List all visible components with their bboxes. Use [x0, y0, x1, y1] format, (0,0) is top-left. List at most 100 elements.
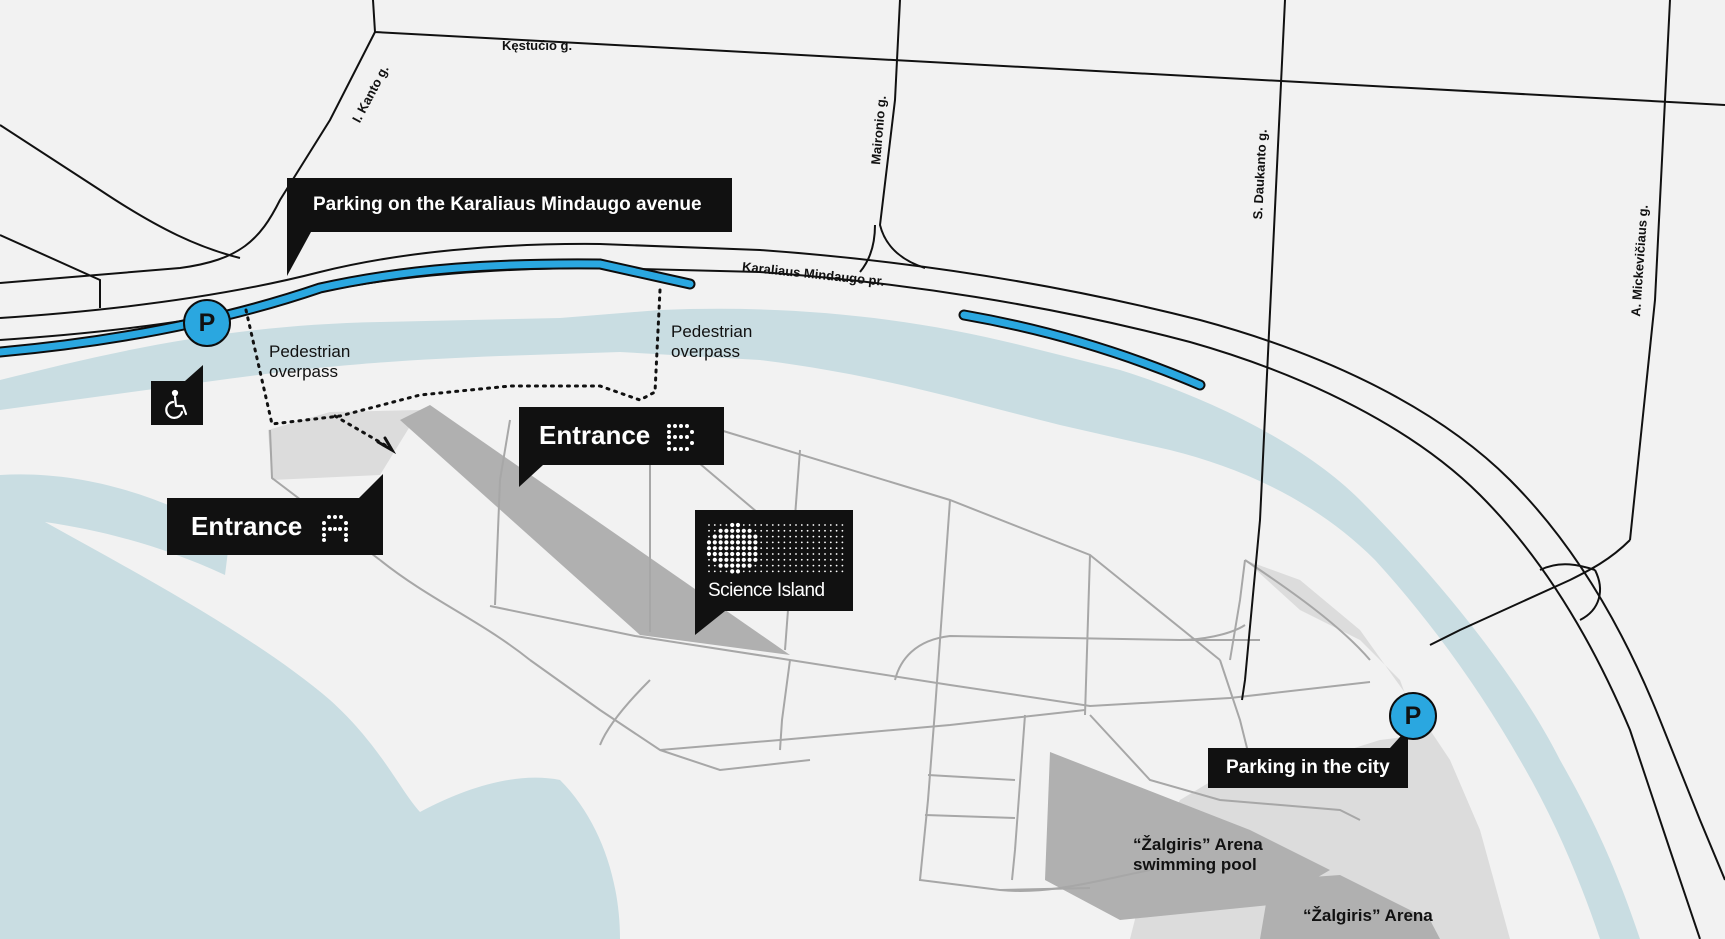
island-areas [268, 405, 1510, 939]
logo-dot [706, 551, 712, 557]
arena-label: “Žalgiris” Arena [1303, 906, 1433, 925]
logo-dot [789, 541, 792, 544]
logo-dot [829, 529, 832, 532]
logo-dot [753, 557, 758, 562]
logo-dot [783, 570, 786, 573]
logo-dot [766, 541, 768, 544]
logo-dot [753, 534, 758, 539]
logo-dot [748, 570, 751, 573]
logo-dot [806, 547, 809, 550]
logo-dot [708, 570, 710, 573]
entrance-e-callout[interactable]: Entrance [519, 407, 724, 487]
logo-dot [824, 570, 826, 573]
logo-dot [806, 564, 809, 567]
logo-dot [747, 528, 752, 533]
logo-dot [747, 551, 752, 557]
logo-dot [829, 553, 832, 555]
logo-dot [754, 524, 757, 526]
logo-dot [783, 541, 786, 544]
logo-dot [735, 563, 741, 568]
logo-dot [835, 564, 838, 567]
logo-dot [824, 529, 826, 532]
logo-dot [835, 524, 838, 526]
entrance-a-glyph [322, 515, 348, 542]
river [0, 308, 1640, 939]
accessible-parking-callout[interactable] [151, 365, 203, 425]
logo-dot [741, 551, 746, 557]
logo-dot [835, 529, 838, 532]
parking-avenue-callout[interactable]: Parking on the Karaliaus Mindaugo avenue [287, 178, 732, 276]
logo-dot [730, 534, 735, 539]
logo-dot [724, 540, 729, 545]
pool-label-line-1: “Žalgiris” Arena [1133, 835, 1263, 854]
logo-dot [718, 551, 723, 557]
logo-dot [841, 564, 844, 567]
logo-dot [829, 564, 832, 567]
logo-dot [706, 540, 712, 545]
science-island-callout[interactable]: Science Island [695, 510, 853, 635]
logo-dot [818, 564, 821, 567]
logo-dot [766, 535, 768, 538]
logo-dot [712, 546, 717, 551]
logo-dot [771, 524, 774, 526]
logo-dot [812, 564, 815, 567]
logo-dot [754, 564, 757, 567]
logo-dot [719, 570, 722, 573]
logo-dot [841, 541, 844, 544]
logo-dot [708, 529, 710, 532]
logo-dot [741, 546, 746, 551]
logo-dot [783, 553, 786, 555]
logo-dot [806, 535, 809, 538]
logo-dot [806, 541, 809, 544]
logo-dot [766, 564, 768, 567]
logo-dot [742, 524, 745, 526]
logo-dot [724, 551, 729, 557]
logo-dot [777, 529, 780, 532]
logo-dot [708, 558, 710, 561]
parking-city-callout[interactable]: Parking in the city [1208, 728, 1408, 788]
logo-dot [725, 524, 728, 526]
logo-dot [806, 558, 809, 561]
logo-dot [795, 541, 797, 544]
logo-dot [818, 547, 821, 550]
logo-dot [795, 570, 797, 573]
logo-dot [829, 524, 832, 526]
logo-dot [771, 553, 774, 555]
logo-dot [818, 524, 821, 526]
logo-dot [824, 535, 826, 538]
logo-dot [741, 528, 746, 533]
parking-icon: P [1404, 702, 1422, 730]
logo-dot [841, 558, 844, 561]
entrance-a-callout[interactable]: Entrance [167, 474, 383, 555]
logo-dot [835, 541, 838, 544]
logo-dot [724, 534, 729, 539]
logo-dot [724, 546, 729, 551]
logo-dot [795, 553, 797, 555]
logo-dot [818, 535, 821, 538]
logo-dot [789, 570, 792, 573]
logo-dot [708, 535, 710, 538]
logo-dot [760, 535, 763, 538]
logo-dot [771, 541, 774, 544]
pool-label: “Žalgiris” Arena swimming pool [1133, 835, 1263, 875]
logo-dot [841, 524, 844, 526]
entrance-e-glyph [667, 424, 694, 451]
logo-dot [841, 547, 844, 550]
logo-dot [795, 564, 797, 567]
logo-dot [718, 534, 723, 539]
logo-dot [789, 564, 792, 567]
logo-dot [841, 535, 844, 538]
callout-tail [287, 232, 311, 276]
logo-dot [818, 529, 821, 532]
entrance-e-text: Entrance [539, 420, 651, 450]
parking-pin-avenue[interactable]: P [183, 299, 231, 347]
logo-dot [719, 524, 722, 526]
logo-dot [760, 558, 763, 561]
logo-dot [795, 529, 797, 532]
parking-pin-city[interactable]: P [1389, 692, 1437, 740]
logo-dot [747, 563, 752, 568]
logo-dot [789, 553, 792, 555]
logo-dot [812, 529, 815, 532]
logo-dot [747, 546, 752, 551]
